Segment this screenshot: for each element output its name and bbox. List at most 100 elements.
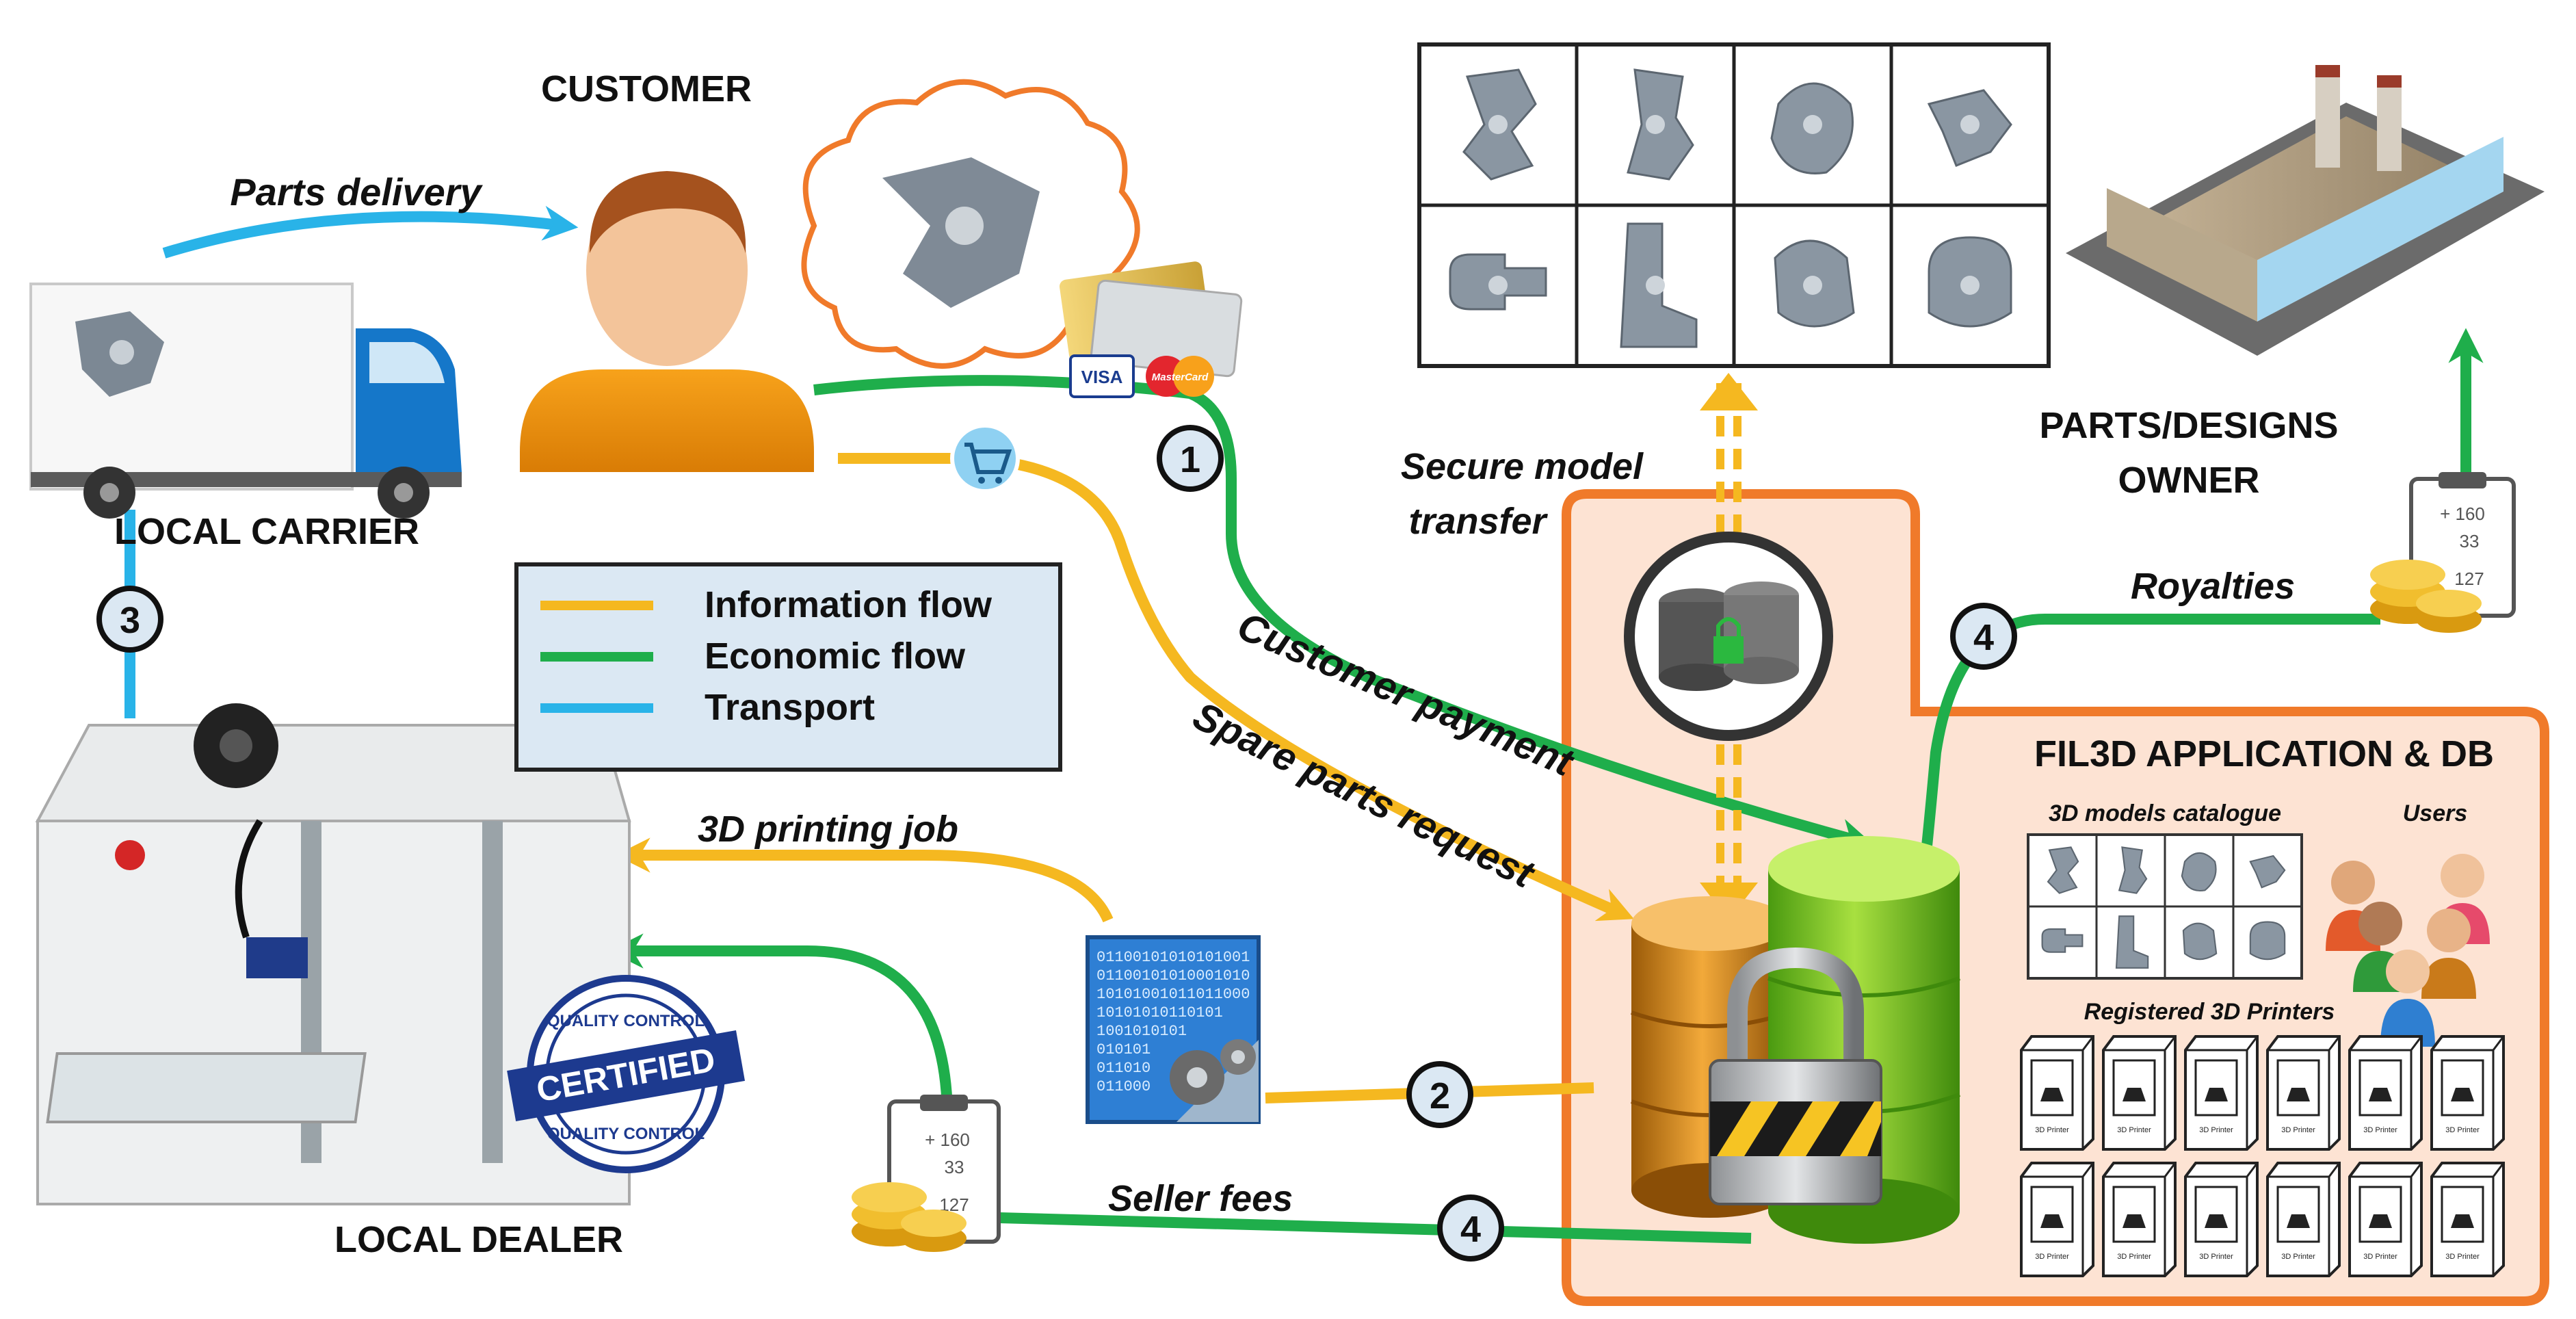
model-thumbnail — [1774, 239, 1855, 328]
step-3-badge: 3 — [96, 586, 163, 653]
legend-label-transport: Transport — [705, 687, 875, 728]
binary-line: 01100101010101001 — [1096, 949, 1250, 966]
svg-text:3D Printer: 3D Printer — [2199, 1126, 2233, 1134]
customer-avatar-icon — [520, 171, 814, 472]
catalogue-grid — [2027, 833, 2303, 980]
mastercard-logo: MasterCard — [1146, 356, 1214, 397]
svg-text:3D Printer: 3D Printer — [2117, 1126, 2151, 1134]
model-thumbnail — [1627, 68, 1694, 181]
app-title: FIL3D APPLICATION & DB — [2034, 733, 2494, 774]
thought-cloud-icon — [801, 79, 1140, 369]
svg-text:VISA: VISA — [1081, 367, 1123, 387]
svg-text:3D Printer: 3D Printer — [2035, 1253, 2069, 1261]
svg-text:3D Printer: 3D Printer — [2281, 1253, 2315, 1261]
binary-line: 10101010110101 — [1096, 1004, 1223, 1021]
svg-text:3: 3 — [120, 600, 140, 641]
registered-printer-icon: 3D Printer — [2266, 1035, 2341, 1151]
svg-text:3D Printer: 3D Printer — [2363, 1253, 2397, 1261]
registered-printer-icon: 3D Printer — [2102, 1035, 2177, 1151]
svg-text:QUALITY CONTROL: QUALITY CONTROL — [547, 1012, 705, 1030]
svg-text:2: 2 — [1430, 1075, 1450, 1116]
catalogue-thumbnail — [2115, 915, 2149, 969]
parts-delivery-arrow — [162, 205, 579, 259]
credit-cards-icon — [1059, 261, 1243, 378]
users-label: Users — [2403, 800, 2468, 826]
registered-printer-icon: 3D Printer — [2184, 1035, 2259, 1151]
customer-label: CUSTOMER — [541, 68, 752, 109]
secure-transfer-db-icon — [1624, 532, 1833, 741]
factory-icon — [2066, 65, 2545, 356]
registered-printer-icon: 3D Printer — [2430, 1162, 2505, 1277]
binary-line: 1001010101 — [1096, 1023, 1187, 1040]
legend-label-economic: Economic flow — [705, 636, 966, 677]
svg-text:127: 127 — [2454, 569, 2484, 589]
svg-text:1: 1 — [1180, 439, 1200, 480]
binary-line: 10101001011011000 — [1096, 986, 1250, 1003]
step-4-royalties-badge: 4 — [1950, 603, 2017, 670]
owner-label-line2: OWNER — [2118, 460, 2260, 501]
svg-text:3D Printer: 3D Printer — [2199, 1253, 2233, 1261]
seller-fees-label: Seller fees — [1108, 1178, 1293, 1219]
catalogue-thumbnail — [2249, 854, 2286, 889]
secure-transfer-label-line2: transfer — [1408, 501, 1548, 542]
catalogue-thumbnail — [2249, 921, 2286, 961]
svg-text:MasterCard: MasterCard — [1152, 371, 1209, 383]
svg-text:3D Printer: 3D Printer — [2445, 1253, 2480, 1261]
binary-line: 011010 — [1096, 1060, 1151, 1077]
legend-label-information: Information flow — [705, 584, 993, 625]
svg-text:3D Printer: 3D Printer — [2035, 1126, 2069, 1134]
svg-text:33: 33 — [945, 1157, 964, 1177]
step-1-badge: 1 — [1157, 425, 1224, 492]
registered-printers-label: Registered 3D Printers — [2084, 999, 2335, 1025]
royalties-coins-icon — [2370, 560, 2482, 633]
svg-text:+ 160: + 160 — [925, 1129, 970, 1150]
padlock-icon — [1709, 947, 1882, 1205]
spare-parts-request-flow — [838, 453, 1634, 922]
legend: Information flow Economic flow Transport — [514, 562, 1062, 772]
printing-job-arrow — [615, 837, 1114, 923]
binary-line: 01100101010001010 — [1096, 967, 1250, 984]
svg-text:4: 4 — [1460, 1209, 1481, 1250]
registered-printer-icon: 3D Printer — [2102, 1162, 2177, 1277]
model-thumbnail — [1620, 222, 1698, 348]
svg-text:33: 33 — [2460, 531, 2480, 551]
catalogue-thumbnail — [2041, 928, 2084, 953]
dealer-3d-printer-icon — [35, 703, 631, 1205]
svg-text:QUALITY CONTROL: QUALITY CONTROL — [547, 1125, 705, 1143]
svg-text:4: 4 — [1973, 617, 1994, 658]
model-thumbnail — [1927, 89, 2012, 167]
svg-text:3D Printer: 3D Printer — [2363, 1126, 2397, 1134]
customer-payment-flow — [813, 375, 1874, 853]
model-thumbnail — [1449, 253, 1547, 311]
step-4-seller-badge: 4 — [1437, 1194, 1504, 1262]
binary-line: 011000 — [1096, 1078, 1151, 1095]
secure-arrow-up — [1700, 373, 1758, 410]
catalogue-thumbnail — [2181, 852, 2217, 892]
registered-printer-icon: 3D Printer — [2020, 1035, 2094, 1151]
catalogue-label: 3D models catalogue — [2049, 800, 2281, 826]
catalogue-thumbnail — [2118, 846, 2148, 894]
svg-text:3D Printer: 3D Printer — [2117, 1253, 2151, 1261]
step-2-badge: 2 — [1406, 1061, 1473, 1128]
models-grid — [1417, 42, 2051, 368]
model-thumbnail — [1770, 82, 1854, 174]
seller-fees-flow — [998, 1212, 1752, 1244]
users-group-icon — [2326, 854, 2490, 1047]
dealer-payment-arrow — [608, 933, 953, 1112]
local-carrier-label: LOCAL CARRIER — [114, 511, 419, 552]
printing-job-label: 3D printing job — [698, 809, 958, 850]
registered-printer-icon: 3D Printer — [2348, 1035, 2423, 1151]
svg-text:3D Printer: 3D Printer — [2445, 1126, 2480, 1134]
binary-line: 010101 — [1096, 1041, 1151, 1058]
secure-transfer-label-line1: Secure model — [1401, 446, 1644, 487]
model-thumbnail — [1928, 236, 2012, 328]
parts-delivery-label: Parts delivery — [230, 170, 483, 213]
catalogue-thumbnail — [2182, 922, 2218, 961]
local-dealer-label: LOCAL DEALER — [334, 1219, 623, 1260]
royalties-label: Royalties — [2131, 566, 2295, 607]
svg-text:3D Printer: 3D Printer — [2281, 1126, 2315, 1134]
truck-icon — [29, 283, 462, 519]
shopping-cart-icon — [950, 423, 1020, 493]
seller-coins-icon — [852, 1182, 967, 1252]
